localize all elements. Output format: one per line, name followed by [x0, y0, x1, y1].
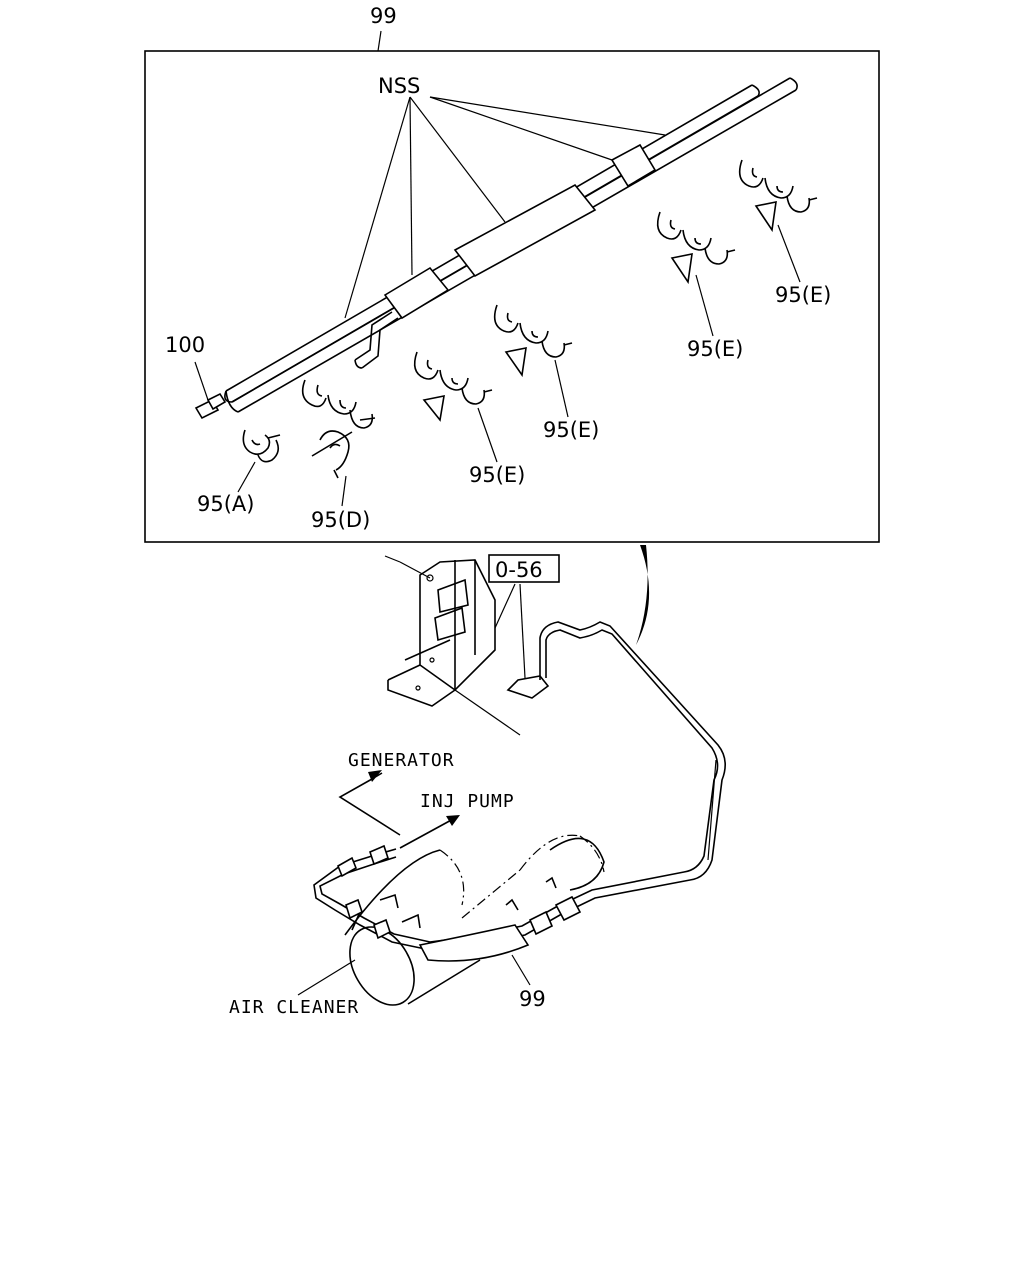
assembly-view: 0-56 GENERATOR INJ PUMP — [229, 545, 726, 1018]
mounting-bracket — [384, 555, 521, 736]
label-inj-pump: INJ PUMP — [420, 791, 515, 812]
generator-arrow — [338, 770, 401, 836]
leader-clip-95a — [237, 461, 256, 493]
bracket-clip — [506, 648, 550, 699]
label-clip-95e-3: 95(E) — [687, 337, 743, 361]
nss-sleeves — [383, 143, 657, 320]
pipe-sleeve-99 — [345, 876, 582, 962]
leader-ref-2 — [519, 583, 526, 679]
label-clip-95a: 95(A) — [197, 492, 254, 516]
pipe-fittings — [336, 844, 389, 878]
ref-box-0-56 — [488, 554, 560, 583]
clip-95a — [242, 429, 281, 463]
label-clip-95e-4: 95(E) — [775, 283, 831, 307]
clip-95e-1 — [413, 351, 493, 422]
pipe-route — [313, 621, 726, 951]
clip-95e-4 — [738, 159, 818, 233]
leader-clip-95e-2 — [554, 359, 569, 418]
label-clip-95d: 95(D) — [311, 508, 370, 532]
leader-ref-1 — [494, 583, 516, 629]
label-ref-0-56: 0-56 — [495, 558, 543, 582]
leader-part-100 — [194, 361, 209, 401]
clip-95e-2 — [493, 304, 573, 378]
inset-frame — [144, 50, 880, 543]
detail-inset: 99 NSS — [144, 4, 880, 543]
callout-arc — [636, 545, 650, 645]
label-part-100: 100 — [165, 333, 205, 357]
label-generator: GENERATOR — [348, 750, 455, 771]
label-assembly-99-top: 99 — [370, 4, 397, 28]
leader-clip-95e-1 — [477, 407, 498, 463]
label-clip-95e-1: 95(E) — [469, 463, 525, 487]
pipe-tubes — [224, 77, 798, 413]
air-cleaner-body — [344, 834, 605, 1006]
leader-assembly-99-bottom — [511, 954, 531, 986]
label-assembly-99-bottom: 99 — [519, 987, 546, 1011]
clip-95d — [301, 379, 376, 479]
label-air-cleaner: AIR CLEANER — [229, 997, 359, 1018]
leader-assembly-99-top — [377, 30, 382, 52]
leader-air-cleaner — [297, 959, 356, 996]
plug-100 — [194, 392, 227, 420]
nss-leaders — [344, 96, 666, 319]
leader-clip-95e-3 — [695, 274, 714, 337]
label-clip-95e-2: 95(E) — [543, 418, 599, 442]
clip-95e-3 — [656, 211, 736, 285]
inj-pump-arrow — [399, 815, 460, 849]
leader-clip-95d — [341, 475, 347, 507]
leader-clip-95e-4 — [777, 224, 801, 283]
label-nss: NSS — [378, 74, 420, 98]
